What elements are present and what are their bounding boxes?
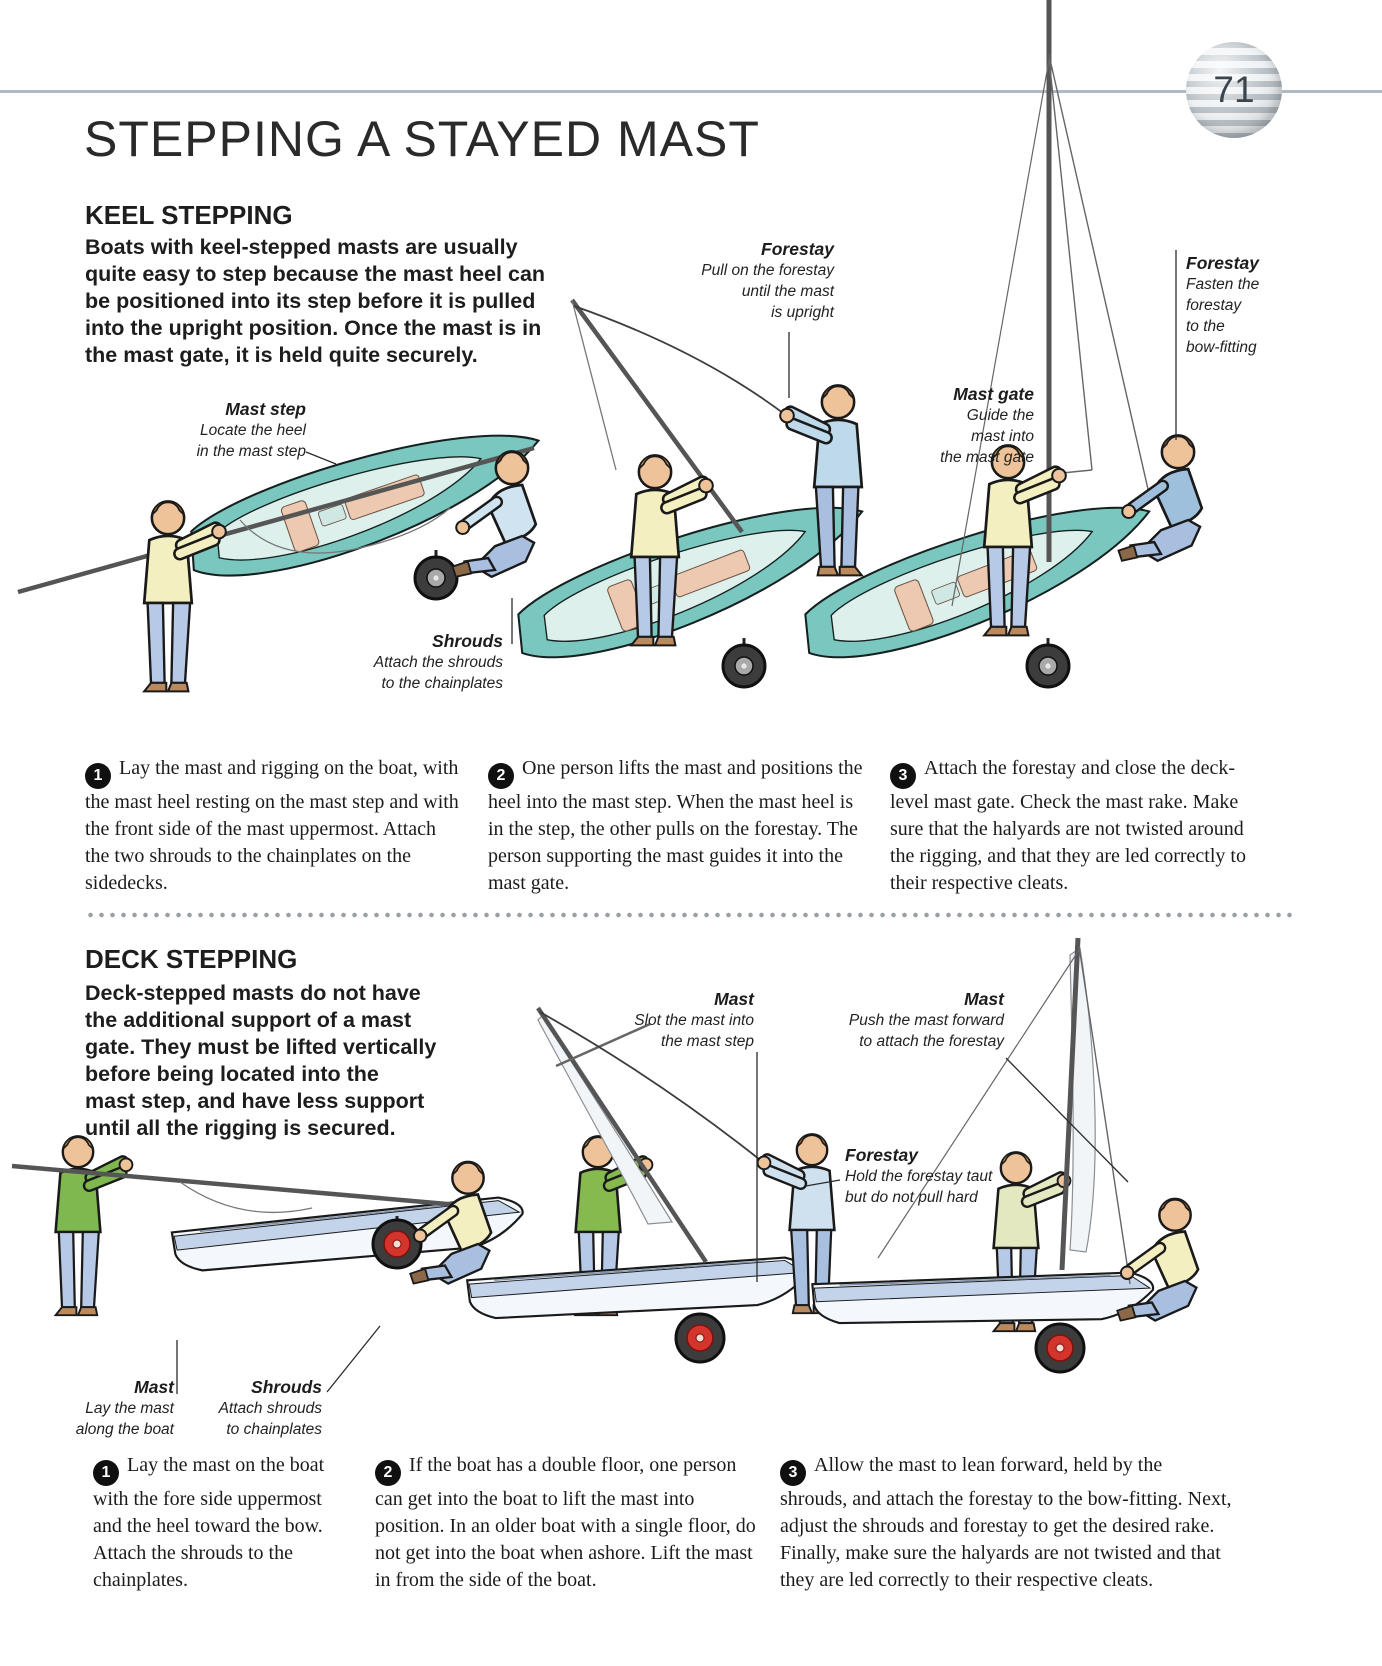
step-number-badge: 2 <box>375 1459 401 1486</box>
mast-raised <box>536 1006 708 1264</box>
step-number-badge: 2 <box>488 762 514 789</box>
dinghy-hull <box>465 1255 811 1321</box>
label-mast-slot: Mast Slot the mast into the mast step <box>634 989 754 1050</box>
label-forestay-hold: Forestay Hold the forestay taut but do n… <box>845 1145 993 1206</box>
label-forestay-pull: Forestay Pull on the forestay until the … <box>701 239 834 321</box>
furled-sail <box>537 1015 674 1225</box>
step-number-badge: 3 <box>780 1459 806 1486</box>
person-holding-mast <box>56 1136 133 1315</box>
trolley-wheel <box>413 555 459 601</box>
mast <box>17 445 535 595</box>
trolley-wheel <box>1025 643 1071 689</box>
step-number-badge: 1 <box>85 762 111 789</box>
dinghy-hull <box>811 1271 1155 1325</box>
label-shrouds-deck: Shrouds Attach shrouds to chainplates <box>218 1377 322 1438</box>
trolley-wheel <box>674 1312 726 1364</box>
deck-heading: DECK STEPPING <box>85 944 298 974</box>
deck-scene-1 <box>11 1136 527 1315</box>
top-rule <box>0 90 1382 93</box>
forestay-rope <box>573 305 788 417</box>
trolley-wheel <box>371 1218 423 1270</box>
label-shrouds-keel: Shrouds Attach the shrouds to the chainp… <box>373 631 503 692</box>
step-number-badge: 1 <box>93 1459 119 1486</box>
keel-intro: Boats with keel-stepped masts are usuall… <box>85 235 546 367</box>
forestay-wire <box>1048 54 1151 499</box>
mast-lying <box>11 1163 471 1209</box>
keel-scene-1 <box>17 398 554 692</box>
deck-scene-3 <box>811 937 1198 1374</box>
label-mast-push: Mast Push the mast forward to attach the… <box>848 989 1004 1050</box>
mast-leaning <box>1059 937 1081 1271</box>
keel-heading: KEEL STEPPING <box>85 200 293 230</box>
leader-lines <box>176 250 1177 1394</box>
trolley-wheel <box>1034 1322 1086 1374</box>
label-mast-lay: Mast Lay the mast along the boat <box>75 1377 174 1438</box>
forestay-wire <box>1078 945 1131 1285</box>
deck-intro: Deck-stepped masts do not have the addit… <box>85 981 437 1140</box>
label-forestay-fasten: Forestay Fasten the forestay to the bow-… <box>1186 253 1260 356</box>
label-mast-step: Mast step Locate the heel in the mast st… <box>196 399 306 460</box>
section-divider <box>85 912 1297 918</box>
mast <box>570 298 744 534</box>
deck-scene-2 <box>465 1006 835 1364</box>
person-holding-mast <box>144 501 226 691</box>
page-title: STEPPING A STAYED MAST <box>84 111 760 167</box>
page-number: 71 <box>1213 69 1255 110</box>
page-number-badge: 71 <box>1186 42 1282 138</box>
keel-scene-2 <box>501 298 879 689</box>
label-mast-gate: Mast gate Guide the mast into the mast g… <box>940 384 1034 466</box>
step-number-badge: 3 <box>890 762 916 789</box>
trolley-wheel <box>721 643 767 689</box>
person-at-bow-fitting <box>1119 435 1202 561</box>
forestay-rope <box>539 1011 765 1164</box>
keel-scene-3 <box>788 0 1202 689</box>
